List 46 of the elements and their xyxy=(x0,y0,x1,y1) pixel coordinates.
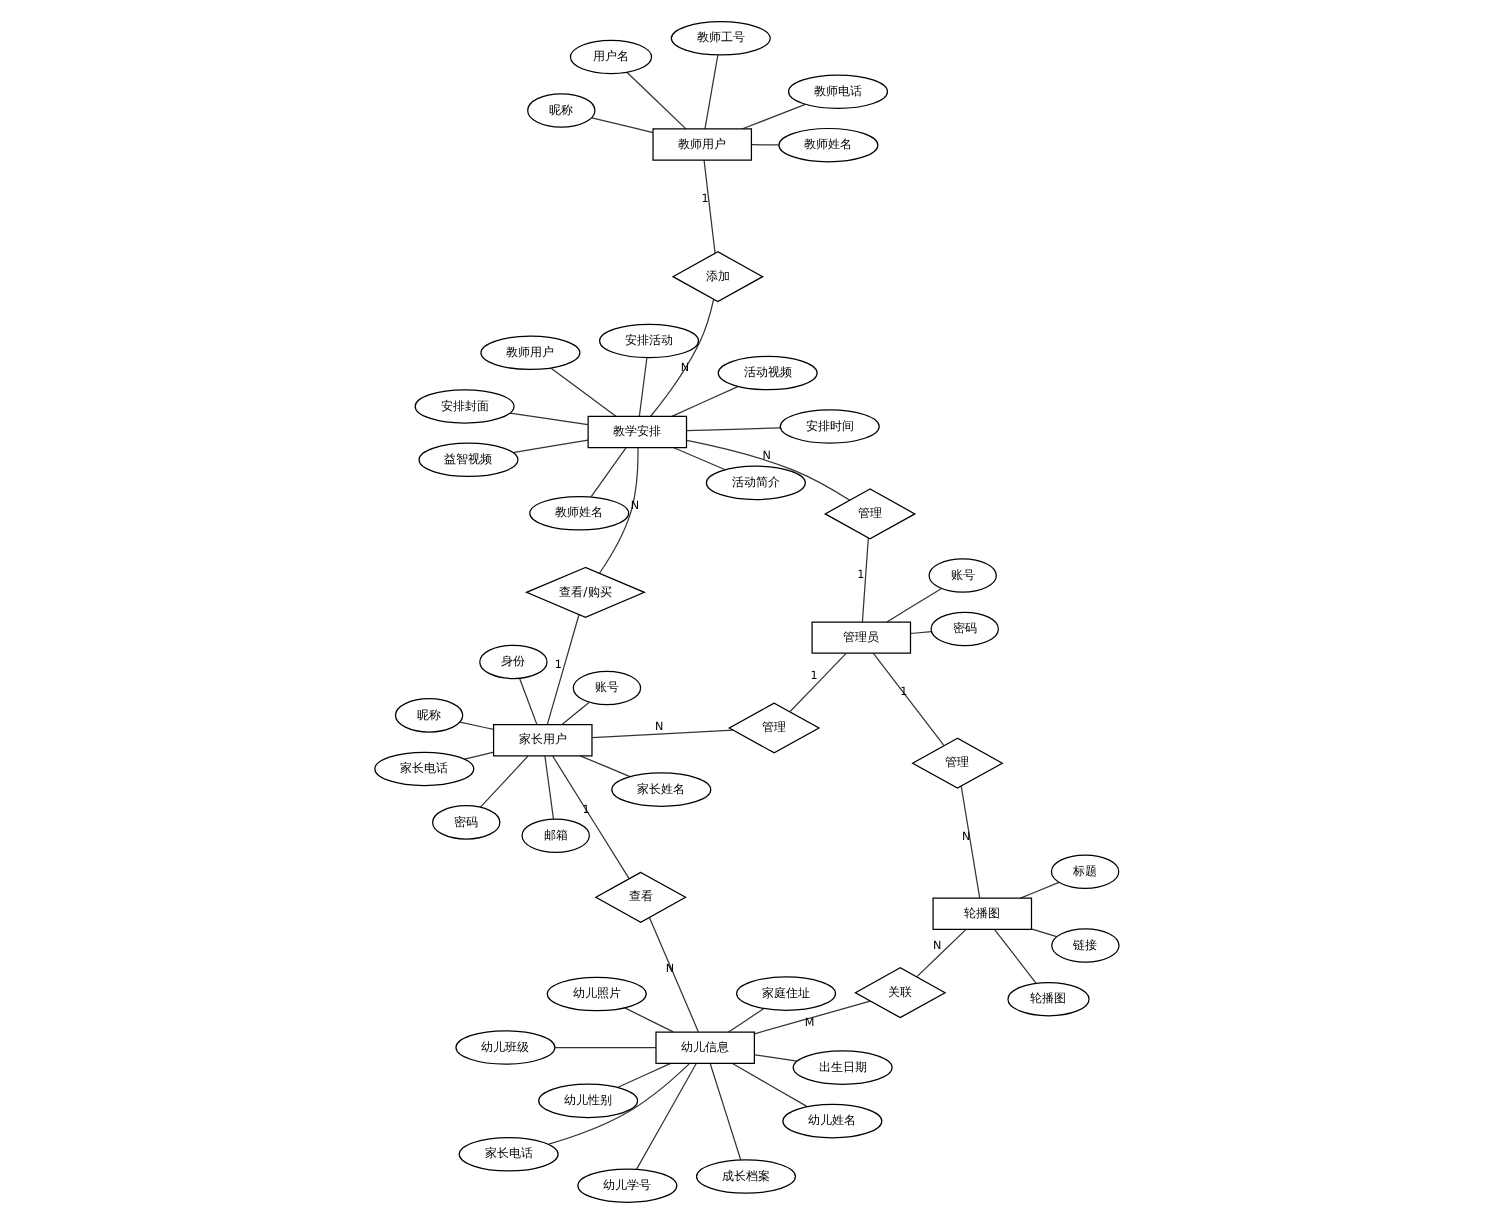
connector xyxy=(511,439,588,454)
connector xyxy=(551,755,629,880)
connector xyxy=(708,1062,741,1161)
connector xyxy=(670,385,738,417)
connector xyxy=(788,652,846,712)
connector xyxy=(908,631,932,635)
connector xyxy=(730,1062,807,1108)
connector xyxy=(702,159,715,254)
connector xyxy=(726,1008,764,1033)
connector xyxy=(549,367,616,417)
connector xyxy=(637,357,647,417)
connector xyxy=(625,71,686,130)
connector xyxy=(553,1046,656,1049)
connector xyxy=(753,1000,870,1035)
connector xyxy=(649,298,714,417)
connector xyxy=(545,614,579,725)
connector xyxy=(1018,881,1059,899)
connector xyxy=(547,1063,689,1145)
connector xyxy=(616,1062,671,1088)
connector xyxy=(860,537,868,623)
connector xyxy=(685,427,780,432)
connector xyxy=(915,928,966,978)
connector xyxy=(885,588,941,623)
connector xyxy=(560,701,589,726)
connector xyxy=(518,678,537,725)
connector xyxy=(543,755,554,820)
connector xyxy=(647,916,698,1033)
connector xyxy=(623,1007,673,1033)
connector xyxy=(750,144,779,146)
connector xyxy=(590,117,653,134)
connector xyxy=(462,751,494,760)
connector xyxy=(959,785,980,899)
connector xyxy=(752,1054,797,1062)
connector xyxy=(589,447,626,498)
connector xyxy=(992,928,1036,984)
connector xyxy=(478,755,528,808)
connector xyxy=(1030,928,1057,938)
connector xyxy=(672,447,725,471)
connector xyxy=(635,1062,696,1170)
connector xyxy=(458,721,494,731)
connector xyxy=(597,447,638,574)
connector xyxy=(590,729,733,739)
connector xyxy=(578,755,630,778)
connector xyxy=(703,54,718,130)
connector xyxy=(871,652,944,746)
connector xyxy=(508,412,588,426)
